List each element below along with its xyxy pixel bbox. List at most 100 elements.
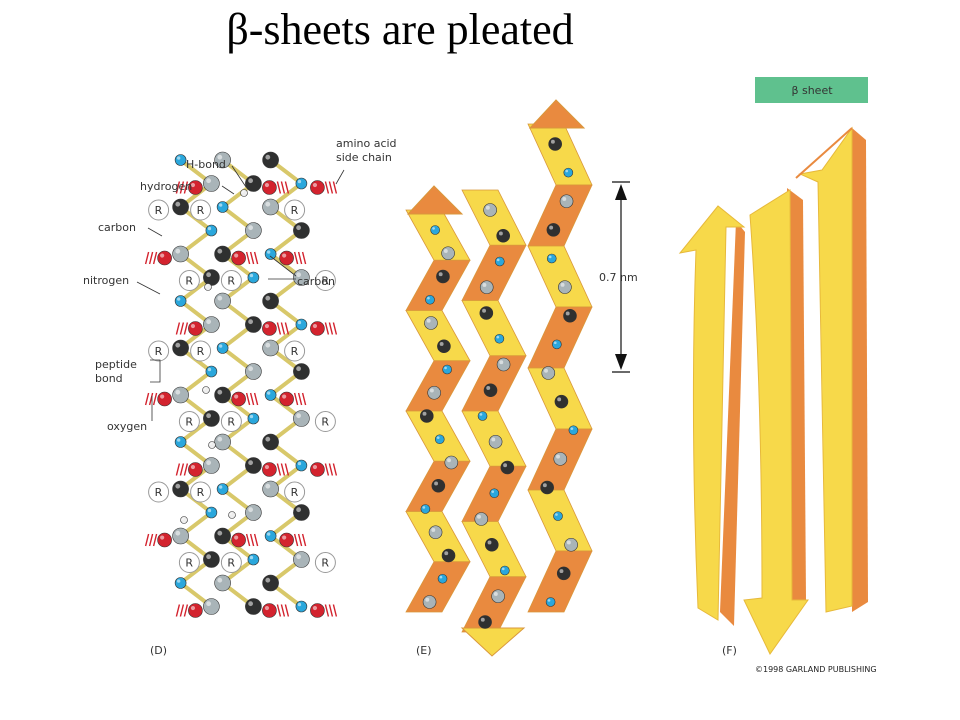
nitrogen-atom-shine <box>297 461 302 466</box>
carbon-atom-shine <box>296 507 301 513</box>
side-chain-circle <box>178 552 200 573</box>
oxygen-atom-shine <box>190 605 196 611</box>
ribbon-segment <box>405 561 471 613</box>
carbon-atom <box>203 269 220 286</box>
carbon-atom <box>245 316 262 333</box>
h-bond-dash <box>276 181 282 194</box>
carbon-atom-shine <box>175 248 181 254</box>
h-bond-dash <box>249 251 255 265</box>
oxygen-atom-shine <box>160 253 165 258</box>
h-bond-dash <box>293 392 299 406</box>
nitrogen-atom <box>247 271 260 284</box>
carbon-atom-shine <box>487 540 492 545</box>
carbon-atom <box>203 316 220 333</box>
carbon-atom <box>474 512 489 526</box>
carbon-atom <box>553 452 568 466</box>
carbon-atom-shine <box>550 139 555 144</box>
h-bond-dash <box>293 533 299 547</box>
h-bond-dash <box>148 392 154 406</box>
carbon-atom <box>441 246 455 261</box>
carbon-atom-shine <box>206 554 212 560</box>
label-oxygen: oxygen <box>107 420 147 433</box>
oxygen-atom-shine <box>190 182 196 188</box>
carbon-atom-shine <box>429 388 434 393</box>
h-bond-dash <box>284 463 290 476</box>
carbon-atom <box>422 595 437 609</box>
nitrogen-atom <box>205 224 218 237</box>
oxygen-atom-shine <box>234 535 239 540</box>
carbon-atom <box>262 339 279 357</box>
nitrogen-atom-shine <box>207 226 212 231</box>
nitrogen-atom-shine <box>565 169 569 173</box>
carbon-atom-shine <box>296 272 301 278</box>
carbon-atom <box>559 194 574 209</box>
nitrogen-atom <box>216 201 229 213</box>
label-nitrogen: nitrogen <box>83 274 129 287</box>
carbon-atom <box>203 457 220 474</box>
carbon-atom <box>214 292 231 310</box>
carbon-atom <box>172 527 189 545</box>
side-chain-circle <box>220 552 242 573</box>
nitrogen-atom <box>264 530 277 542</box>
hydrogen-atom-shine <box>241 190 244 193</box>
carbon-atom-shine <box>248 225 254 231</box>
carbon-atom <box>245 175 262 192</box>
oxygen-atom <box>188 462 203 477</box>
panel-e-label: (E) <box>416 644 432 657</box>
nitrogen-atom-shine <box>496 258 500 262</box>
carbon-atom-shine <box>175 201 181 207</box>
h-bond-dash <box>175 463 181 476</box>
carbon-atom-shine <box>248 507 254 513</box>
carbon-atom <box>496 228 510 243</box>
nitrogen-atom-shine <box>496 335 500 339</box>
nitrogen-atom-shine <box>297 320 302 325</box>
nitrogen-atom <box>174 577 187 589</box>
carbon-atom <box>262 433 279 451</box>
nitrogen-atom <box>477 411 488 421</box>
side-chain-letter: R <box>321 275 329 288</box>
side-chain-circle <box>190 340 212 362</box>
carbon-atom <box>479 306 494 320</box>
nitrogen-atom-shine <box>422 506 426 509</box>
oxygen-atom <box>231 532 246 548</box>
ribbon-arrow-right <box>795 126 868 613</box>
ribbon-segment <box>461 244 527 301</box>
nitrogen-atom-shine <box>177 438 181 442</box>
h-bond-dash <box>332 604 338 617</box>
oxygen-atom-shine <box>234 394 239 399</box>
h-bond-dash <box>284 322 290 335</box>
carbon-atom <box>540 480 554 495</box>
carbon-atom-shine <box>175 483 181 489</box>
ribbon-segment <box>405 259 471 311</box>
h-bond-dash <box>297 251 303 265</box>
nitrogen-atom-shine <box>297 602 302 607</box>
label-side-chain-2: side chain <box>336 151 392 164</box>
carbon-atom-shine <box>544 368 548 373</box>
oxygen-atom <box>310 180 325 195</box>
oxygen-atom-shine <box>160 394 165 399</box>
carbon-atom <box>293 551 310 568</box>
oxygen-atom-shine <box>160 535 165 540</box>
nitrogen-atom-shine <box>267 532 271 536</box>
side-chain-letter: R <box>185 275 193 288</box>
oxygen-atom-shine <box>282 253 287 258</box>
nitrogen-atom <box>216 483 229 495</box>
side-chain-letter: R <box>185 416 193 429</box>
h-bond-dash <box>183 181 189 194</box>
ribbon-segment <box>527 306 593 369</box>
carbon-atom <box>262 151 279 169</box>
carbon-atom <box>262 480 279 498</box>
h-bond-dash <box>152 392 158 406</box>
carbon-atom-shine <box>434 481 439 486</box>
h-bond-dash <box>144 533 150 547</box>
carbon-atom-shine <box>422 411 427 416</box>
callout-lines <box>136 165 345 421</box>
carbon-atom-shine <box>206 178 212 184</box>
nitrogen-atom-shine <box>444 366 447 370</box>
nitrogen-atom-shine <box>427 296 430 300</box>
side-chain-letter: R <box>291 204 299 217</box>
h-bond-dash <box>148 533 154 547</box>
carbon-atom <box>172 245 189 263</box>
h-bond-dash <box>280 322 286 335</box>
